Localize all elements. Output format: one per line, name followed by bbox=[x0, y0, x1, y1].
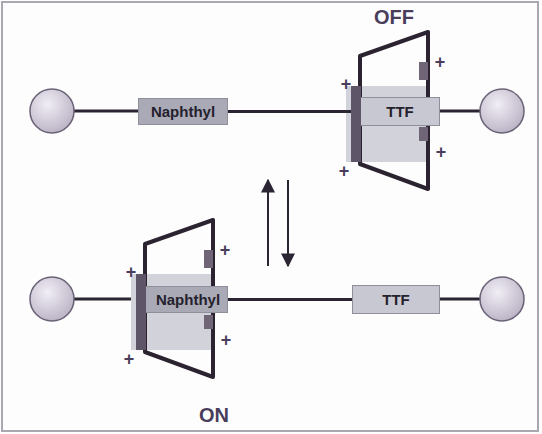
ring-wall bbox=[204, 315, 213, 329]
unit-name: TTF bbox=[386, 103, 414, 120]
stopper bbox=[30, 89, 74, 133]
unit-name: Naphthyl bbox=[151, 103, 215, 120]
state-label: OFF bbox=[374, 7, 414, 27]
frame bbox=[2, 2, 538, 431]
stopper bbox=[30, 277, 74, 321]
axle bbox=[440, 110, 480, 113]
ring-wall bbox=[419, 62, 428, 80]
ring-wall bbox=[204, 250, 213, 268]
equilibrium-arrow bbox=[267, 180, 269, 266]
axle bbox=[228, 110, 352, 113]
axle bbox=[74, 298, 138, 301]
unit-name: Naphthyl bbox=[156, 291, 220, 308]
ring-wall bbox=[419, 127, 428, 141]
charge-sign: + bbox=[436, 143, 447, 161]
charge-sign: + bbox=[126, 263, 137, 281]
charge-sign: + bbox=[339, 162, 350, 180]
charge-sign: + bbox=[221, 331, 232, 349]
charge-sign: + bbox=[435, 53, 446, 71]
state-label: ON bbox=[199, 405, 229, 425]
equilibrium-arrow bbox=[287, 180, 289, 266]
charge-sign: + bbox=[341, 75, 352, 93]
axle bbox=[440, 298, 480, 301]
naphthyl-unit: Naphthyl bbox=[138, 98, 228, 125]
charge-sign: + bbox=[220, 241, 231, 259]
naphthyl-unit: Naphthyl bbox=[138, 286, 228, 313]
axle bbox=[74, 110, 138, 113]
stopper bbox=[480, 89, 524, 133]
ttf-unit: TTF bbox=[352, 97, 440, 126]
stopper bbox=[480, 277, 524, 321]
unit-name: TTF bbox=[382, 291, 410, 308]
axle bbox=[228, 298, 352, 301]
ttf-unit: TTF bbox=[352, 285, 440, 314]
charge-sign: + bbox=[124, 350, 135, 368]
